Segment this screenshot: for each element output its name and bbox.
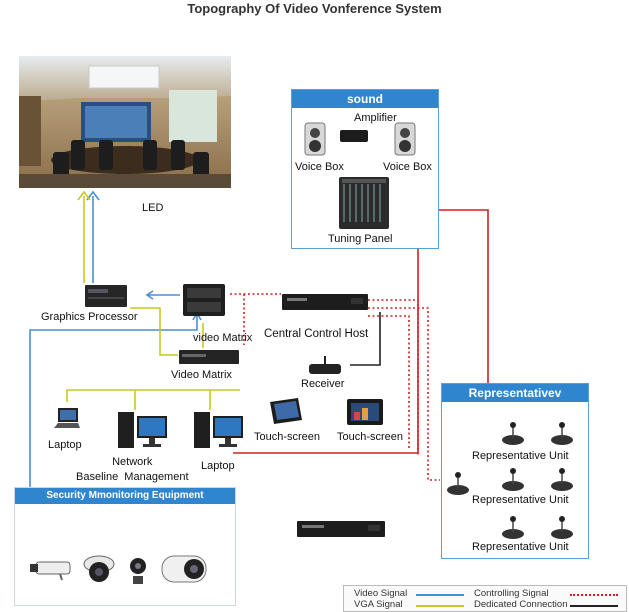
voice-box-left-device: [304, 122, 326, 156]
central-control-host-label: Central Control Host: [264, 328, 369, 340]
laptop-left-device: [52, 406, 82, 432]
rep-unit-mic-4-icon: [500, 466, 526, 492]
sound-panel-header: sound: [292, 90, 438, 108]
tuning-panel-label: Tuning Panel: [328, 233, 393, 245]
diagram-title: Topography Of Video Vonference System: [187, 1, 442, 16]
tuning-panel-device: [338, 176, 390, 230]
voice-box-left-label: Voice Box: [295, 161, 344, 173]
dedicated-connection-lines: [350, 312, 381, 366]
dome-camera-icon: [82, 552, 116, 586]
rep-unit-mic-5-icon: [549, 466, 575, 492]
touch-screen-2-device: [346, 398, 384, 426]
security-monitoring-header: Security Mmonitoring Equipment: [15, 488, 235, 504]
video-matrix-top-label: video Matrix: [193, 332, 253, 344]
webcam-icon: [127, 556, 149, 586]
legend: Video Signal VGA Signal Controlling Sign…: [343, 585, 627, 612]
rep-unit-label-1: Representative Unit: [472, 450, 569, 462]
voice-box-right-device: [394, 122, 416, 156]
amplifier-device: [340, 130, 368, 142]
central-control-host-device: [281, 292, 369, 312]
rep-unit-label-3: Representative Unit: [472, 541, 569, 553]
rep-unit-mic-1-icon: [500, 420, 526, 446]
video-signal-lines: [29, 190, 202, 487]
receiver-device: [305, 354, 345, 376]
legend-dedicated-connection-swatch: [570, 605, 618, 607]
laptop-right-device: [193, 410, 245, 452]
legend-video-signal-swatch: [416, 594, 464, 596]
mic-controller-device: [296, 519, 386, 539]
legend-controlling-signal-label: Controlling Signal: [474, 588, 549, 599]
amplifier-label: Amplifier: [354, 112, 397, 124]
network-baseline-management-label: Network Baseline Management: [76, 456, 189, 483]
graphics-processor-device: [84, 283, 128, 309]
video-matrix-bottom-label: Video Matrix: [171, 369, 232, 381]
legend-controlling-signal-swatch: [570, 594, 618, 596]
rep-unit-mic-3-icon: [445, 470, 471, 496]
receiver-label: Receiver: [301, 378, 345, 390]
representative-panel-header: Representativev: [442, 384, 588, 402]
rep-unit-mic-6-icon: [500, 514, 526, 540]
touch-screen-1-device: [266, 396, 306, 426]
laptop-right-label: Laptop: [201, 460, 235, 472]
security-monitoring-panel: Security Mmonitoring Equipment: [14, 487, 236, 606]
rep-unit-mic-2-icon: [549, 420, 575, 446]
laptop-left-label: Laptop: [48, 439, 82, 451]
graphics-processor-label: Graphics Processor: [41, 311, 138, 323]
rep-unit-mic-7-icon: [549, 514, 575, 540]
touch-screen-2-label: Touch-screen: [337, 431, 404, 443]
video-matrix-top-device: [182, 283, 226, 317]
video-matrix-bottom-device: [178, 349, 240, 365]
led-screen-image: [19, 56, 231, 188]
network-pc-device: [117, 410, 169, 452]
voice-box-right-label: Voice Box: [383, 161, 432, 173]
legend-video-signal-label: Video Signal: [354, 588, 408, 599]
infrared-camera-icon: [158, 552, 212, 590]
led-label: LED: [142, 202, 164, 214]
touch-screen-1-label: Touch-screen: [254, 431, 321, 443]
vga-signal-lines: [66, 190, 240, 410]
legend-vga-signal-label: VGA Signal: [354, 599, 403, 610]
rep-unit-label-2: Representative Unit: [472, 494, 569, 506]
legend-vga-signal-swatch: [416, 605, 464, 607]
bullet-camera-icon: [30, 556, 76, 582]
legend-dedicated-connection-label: Dedicated Connection: [474, 599, 568, 610]
